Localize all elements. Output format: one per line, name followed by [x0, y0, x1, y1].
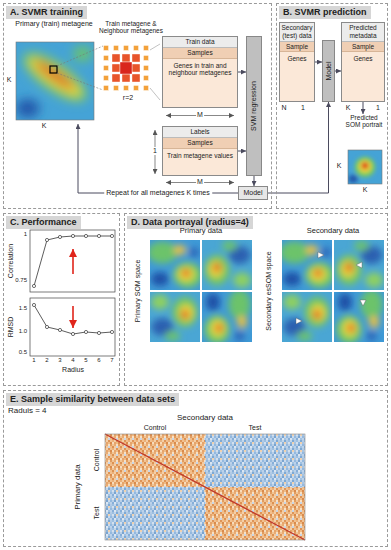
- panel-frame: B. SVMR predictionSecondary (test) dataS…: [276, 3, 388, 209]
- flow-arrow: [268, 102, 329, 193]
- step-label: SVM regression: [250, 81, 258, 131]
- flow-arrow: [363, 102, 364, 114]
- model-box: Model: [238, 186, 268, 200]
- dimension-label: M: [196, 178, 204, 186]
- panel-heading: A. SVMR training: [6, 6, 87, 19]
- tick-label: 0.5: [19, 349, 27, 356]
- axis-title: Radius: [62, 366, 84, 374]
- column-header: Sample: [342, 42, 384, 53]
- dimension-label: 1: [301, 104, 305, 112]
- axis-title: Correlation: [7, 244, 15, 278]
- data-matrix: Secondary (test) dataSampleGenes: [279, 22, 315, 102]
- tick-label: 6: [97, 357, 100, 364]
- dimension-label: K: [346, 104, 351, 112]
- panel-frame: D. Data portrayal (radius=4): [124, 213, 388, 386]
- group-title: Secondary data: [307, 227, 360, 236]
- flow-arrow: [238, 72, 246, 73]
- flow-arrow: [78, 124, 238, 193]
- dimension-label: K: [363, 186, 368, 194]
- matrix-heading: Predicted metadata: [342, 23, 384, 42]
- tick-label: 3: [58, 357, 61, 364]
- row-header: Train metagene values: [163, 149, 237, 175]
- figure-title: Predicted SOM portrait: [342, 114, 386, 129]
- annotation-label: r=2: [123, 94, 133, 102]
- column-label: Control: [144, 424, 167, 432]
- dimension-label: K: [7, 76, 12, 84]
- dimension-label: 1: [152, 147, 158, 155]
- regression-bar: SVM regression: [246, 36, 262, 176]
- panel-heading: E. Sample similarity between data sets: [6, 393, 179, 406]
- tick-label: 1: [32, 357, 35, 364]
- flow-arrow: [315, 62, 322, 63]
- tick-label: 7: [110, 357, 113, 364]
- som-portrait: Predicted SOM portrait: [342, 114, 386, 194]
- dimension-label: K: [337, 162, 342, 170]
- tick-label: 1.0: [19, 328, 27, 335]
- axis-title: Secondary data: [177, 413, 233, 422]
- tick-label: 5: [84, 357, 87, 364]
- panel-heading: B. SVMR prediction: [279, 6, 371, 19]
- dimension-label: N: [281, 104, 286, 112]
- matrix-heading: Secondary (test) data: [280, 23, 314, 42]
- row-label: Test: [93, 507, 101, 520]
- step-label: Model: [325, 61, 333, 80]
- row-header: Genes in train and neighbour metagenes: [163, 59, 237, 107]
- matrix-heading: Labels: [163, 127, 237, 138]
- annotation-label: Train metagene & Neighbour metagenes: [99, 20, 163, 35]
- tick-label: 2: [45, 357, 48, 364]
- axis-title: Secondary esSOM space: [265, 251, 273, 330]
- dimension-label: K: [42, 122, 47, 130]
- annotation-label: Raduis = 4: [8, 406, 46, 415]
- data-matrix: Train dataSamplesGenes in train and neig…: [162, 36, 238, 108]
- column-header: Samples: [163, 138, 237, 149]
- figure-title: Primary (train) metagene: [8, 20, 100, 28]
- tick-label: 4: [71, 357, 74, 364]
- axis-title: Primary SOM space: [134, 260, 142, 323]
- box-label: Model: [239, 187, 267, 199]
- matrix-heading: Train data: [163, 37, 237, 48]
- flow-arrow: [254, 176, 255, 186]
- group-title: Primary data: [180, 227, 223, 236]
- axis-title: RMSD: [7, 317, 15, 338]
- dimension-label: M: [196, 111, 204, 119]
- column-label: Test: [249, 424, 262, 432]
- column-header: Sample: [280, 42, 314, 53]
- tick-label: 1.5: [19, 305, 27, 312]
- edge-label: Repeat for all metagenes K times: [104, 189, 212, 197]
- dimension-label: 1: [376, 104, 380, 112]
- row-header: Genes: [280, 52, 314, 101]
- model-bar: Model: [322, 40, 335, 102]
- tick-label: 1: [24, 231, 27, 238]
- metagene-map: Primary (train) metagene: [8, 20, 100, 124]
- panel-heading: C. Performance: [6, 216, 81, 229]
- row-label: Control: [93, 449, 101, 472]
- label-matrix: LabelsSamplesTrain metagene values: [162, 126, 238, 176]
- axis-title: Primary data: [73, 464, 82, 509]
- flow-arrow: [238, 151, 246, 152]
- column-header: Samples: [163, 48, 237, 59]
- data-matrix: Predicted metadataSampleGenes: [341, 22, 385, 102]
- row-header: Genes: [342, 52, 384, 101]
- tick-label: 0.75: [15, 277, 27, 284]
